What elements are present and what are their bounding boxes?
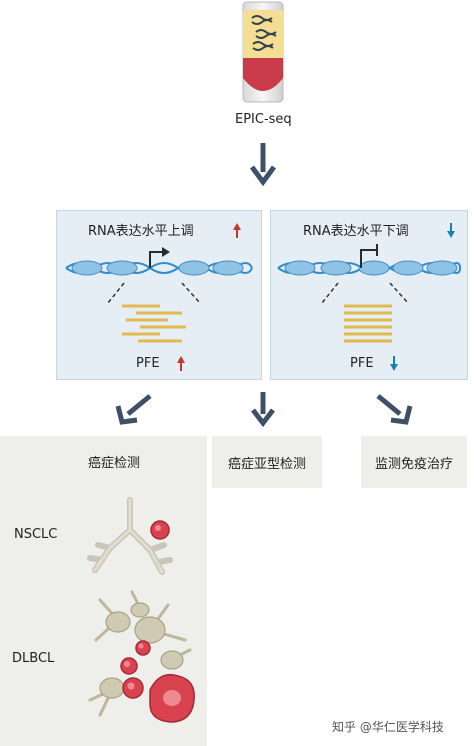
dlbcl-label: DLBCL	[12, 651, 55, 666]
watermark: 知乎 @华仁医学科技	[332, 720, 444, 734]
downregulation-title: RNA表达水平下调	[303, 224, 409, 239]
pfe-label-down: PFE	[350, 356, 374, 371]
downregulation-panel	[270, 210, 468, 380]
arrow-to-immunotherapy	[376, 394, 402, 416]
cancer-detection-label: 癌症检测	[88, 456, 141, 471]
pfe-label-up: PFE	[136, 356, 160, 371]
nsclc-label: NSCLC	[14, 527, 58, 542]
method-label: EPIC-seq	[235, 112, 292, 127]
cancer-subtype-detection-label: 癌症亚型检测	[227, 456, 306, 472]
upregulation-title: RNA表达水平上调	[88, 224, 194, 239]
upregulation-panel	[56, 210, 262, 380]
immunotherapy-monitoring-label: 监测免疫治疗	[374, 456, 453, 472]
arrow-to-cancer-detection	[126, 394, 152, 416]
immunotherapy-monitoring-box: 监测免疫治疗	[361, 436, 467, 488]
cancer-subtype-detection-box: 癌症亚型检测	[212, 436, 322, 488]
